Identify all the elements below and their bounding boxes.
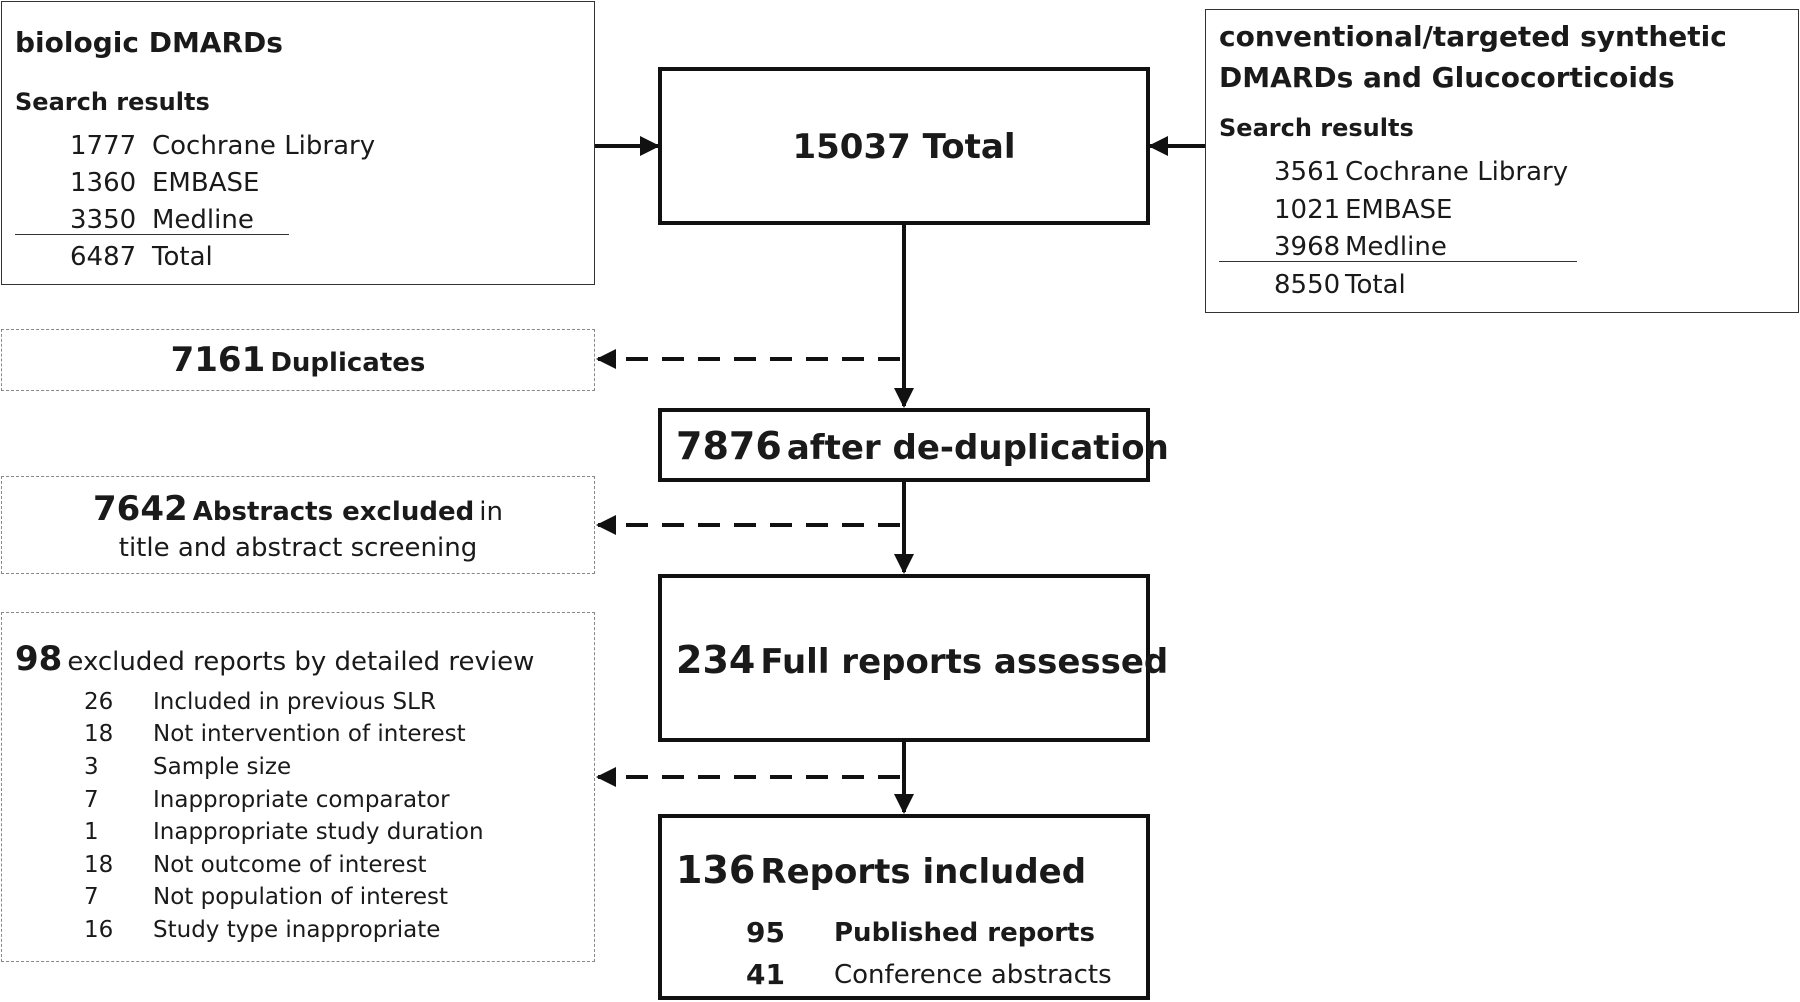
left-source-count-1: 1777: [70, 131, 137, 161]
right-source-count-3: 3968: [1274, 232, 1341, 262]
dedup-text: 7876 after de-duplication: [676, 424, 1169, 468]
left-source-title: biologic DMARDs: [15, 26, 283, 59]
detailed-excluded-label: excluded reports by detailed review: [67, 647, 535, 677]
reason-label: Not intervention of interest: [153, 721, 466, 747]
right-source-count-2: 1021: [1274, 195, 1341, 225]
duplicates-count: 7161: [170, 340, 266, 380]
left-source-sum-line: [15, 234, 289, 235]
included-sub-count-2: 41: [746, 958, 785, 991]
left-source-box: biologic DMARDs Search results 1777 Coch…: [1, 1, 595, 285]
abstracts-excluded-count: 7642: [93, 489, 188, 529]
right-source-sum-line: [1219, 261, 1577, 262]
reason-count: 26: [84, 689, 114, 715]
reason-label: Not population of interest: [153, 884, 449, 910]
reason-label: Inappropriate study duration: [153, 819, 484, 845]
reason-count: 18: [84, 721, 114, 747]
left-source-label-2: EMBASE: [152, 168, 260, 198]
total-text: 15037 Total: [662, 127, 1146, 167]
reason-count: 16: [84, 917, 114, 943]
left-source-subtitle: Search results: [15, 88, 210, 116]
duplicates-label: Duplicates: [270, 348, 426, 378]
abstracts-excluded-label: Abstracts excluded: [192, 497, 475, 527]
detailed-excluded-header: 98 excluded reports by detailed review: [15, 639, 534, 679]
included-sub-label-1: Published reports: [834, 918, 1095, 948]
dedup-box: 7876 after de-duplication: [658, 408, 1169, 482]
left-source-count-2: 1360: [70, 168, 137, 198]
reason-label: Sample size: [153, 754, 292, 780]
included-sub-count-1: 95: [746, 916, 785, 949]
full-reports-text: 234 Full reports assessed: [676, 638, 1168, 682]
left-source-label-1: Cochrane Library: [152, 131, 376, 161]
included-sub-label-2: Conference abstracts: [834, 960, 1112, 990]
total-label: Total: [922, 127, 1016, 167]
right-source-subtitle: Search results: [1219, 114, 1414, 142]
left-source-count-3: 3350: [70, 205, 137, 235]
right-source-title-line1: conventional/targeted synthetic: [1219, 20, 1727, 53]
abstracts-excluded-line2: title and abstract screening: [118, 533, 478, 563]
duplicates-text: 7161 Duplicates: [2, 340, 594, 380]
included-count: 136: [676, 848, 756, 892]
right-source-label-3: Medline: [1345, 232, 1447, 262]
included-header: 136 Reports included: [676, 848, 1086, 892]
dedup-count: 7876: [676, 424, 782, 468]
abstracts-excluded-box: 7642 Abstracts excluded in title and abs…: [1, 476, 595, 574]
right-source-label-2: EMBASE: [1345, 195, 1453, 225]
reason-label: Not outcome of interest: [153, 852, 427, 878]
reason-count: 7: [84, 787, 99, 813]
full-reports-label: Full reports assessed: [760, 642, 1169, 682]
right-source-label-1: Cochrane Library: [1345, 157, 1569, 187]
left-source-total-label: Total: [152, 242, 213, 272]
reason-count: 18: [84, 852, 114, 878]
right-source-total-count: 8550: [1274, 270, 1341, 300]
duplicates-box: 7161 Duplicates: [1, 329, 595, 391]
reason-label: Included in previous SLR: [153, 689, 436, 715]
right-source-box: conventional/targeted synthetic DMARDs a…: [1205, 9, 1799, 313]
included-label: Reports included: [760, 852, 1087, 892]
full-reports-count: 234: [676, 638, 756, 682]
left-source-total-count: 6487: [70, 242, 137, 272]
detailed-excluded-count: 98: [15, 639, 63, 679]
dedup-label: after de-duplication: [786, 428, 1169, 468]
full-reports-box: 234 Full reports assessed: [658, 574, 1168, 742]
detailed-excluded-box: 98 excluded reports by detailed review 2…: [1, 612, 595, 962]
reason-label: Study type inappropriate: [153, 917, 441, 943]
reason-count: 7: [84, 884, 99, 910]
abstracts-excluded-line1: 7642 Abstracts excluded in: [2, 489, 594, 529]
reason-count: 1: [84, 819, 99, 845]
total-count: 15037: [792, 127, 911, 167]
reason-label: Inappropriate comparator: [153, 787, 450, 813]
right-source-title-line2: DMARDs and Glucocorticoids: [1219, 61, 1675, 94]
left-source-label-3: Medline: [152, 205, 254, 235]
reason-count: 3: [84, 754, 99, 780]
right-source-total-label: Total: [1345, 270, 1406, 300]
total-box: 15037 Total: [658, 67, 1150, 225]
included-box: 136 Reports included 95 Published report…: [658, 814, 1150, 1000]
abstracts-excluded-suffix: in: [479, 497, 503, 527]
right-source-count-1: 3561: [1274, 157, 1341, 187]
